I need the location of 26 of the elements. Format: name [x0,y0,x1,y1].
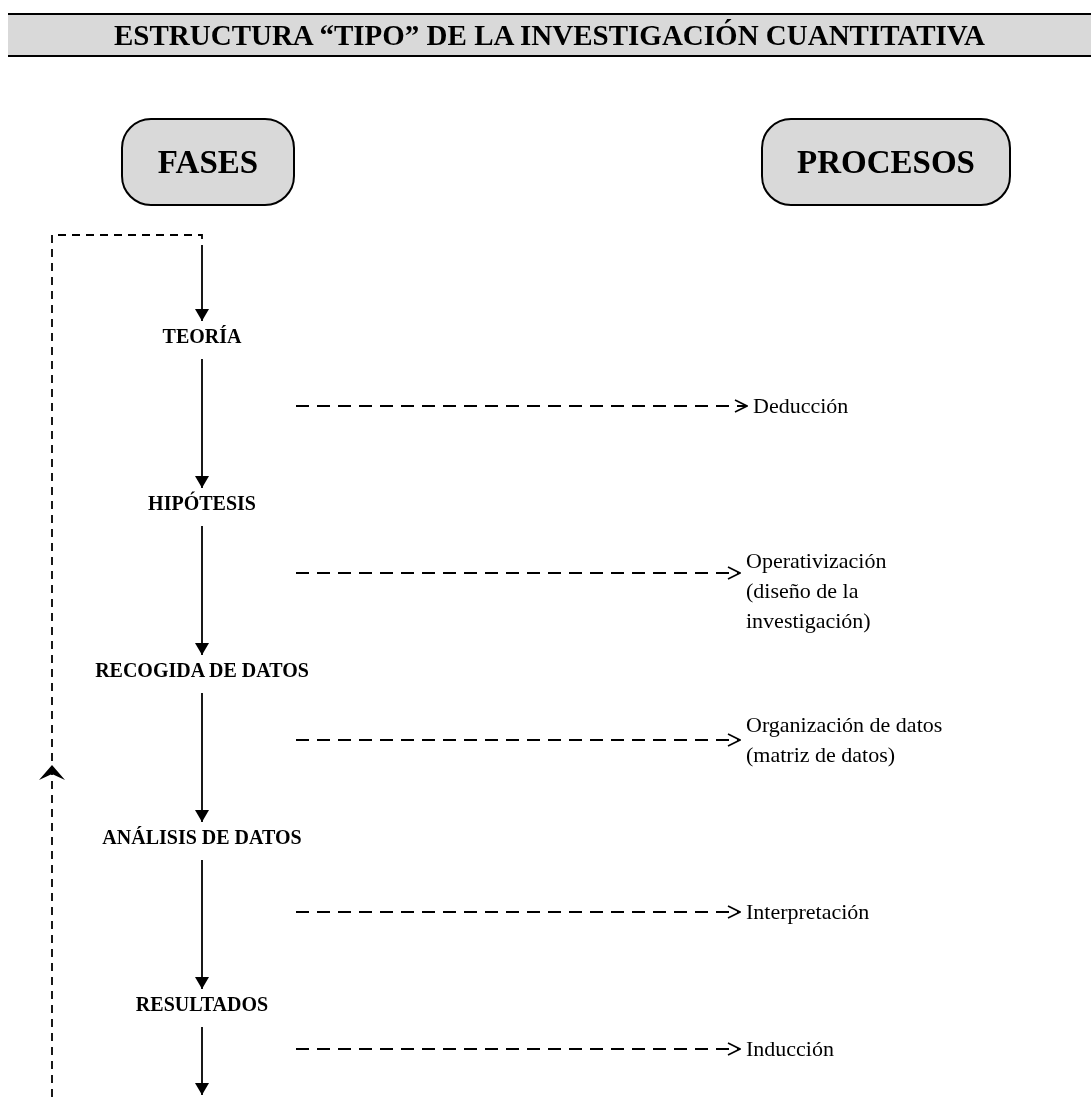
arrow [195,1026,209,1096]
phase-label: HIPÓTESIS [148,492,256,514]
dashed-arrow [295,566,741,580]
process-label: Operativización (diseño de la investigación) [746,546,906,636]
arrow [195,859,209,990]
process-label: Inducción [746,1034,834,1064]
arrow [195,692,209,823]
rounded-header-box [121,118,295,206]
dashed-arrow [295,733,741,747]
phase-label: ANÁLISIS DE DATOS [102,826,302,848]
arrow [195,358,209,489]
rounded-header-box [761,118,1011,206]
phase-label: RECOGIDA DE DATOS [95,659,309,681]
dashed-arrow [295,399,748,413]
dashed-arrow [51,234,209,1097]
dashed-arrow [295,905,741,919]
process-label: Deducción [753,391,849,421]
header-text: PROCESOS [797,143,975,181]
dashed-arrow [295,1042,741,1056]
phase-label: RESULTADOS [135,993,269,1015]
arrow [195,525,209,656]
process-label: Interpretación [746,897,870,927]
header-text: FASES [157,143,259,181]
process-label: Organización de datos (matriz de datos) [746,710,981,770]
title: ESTRUCTURA “TIPO” DE LA INVESTIGACIÓN CUANTITATIVA [114,18,985,52]
phase-label: TEORÍA [162,325,242,347]
